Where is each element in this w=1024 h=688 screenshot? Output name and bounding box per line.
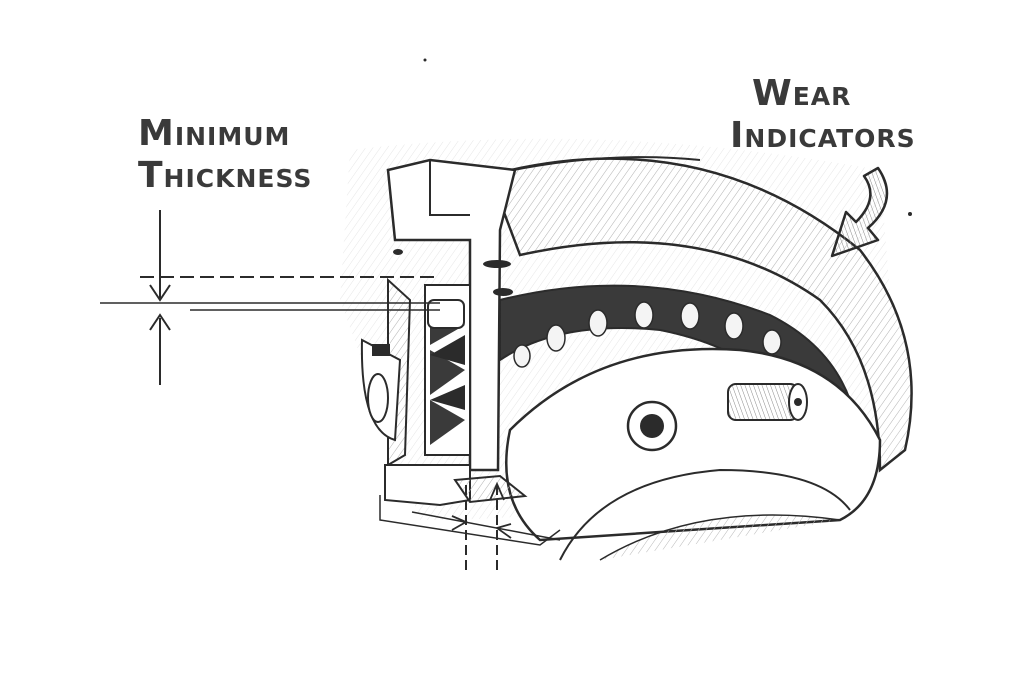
wear-indicators-line-2: Indicators bbox=[730, 115, 916, 156]
minimum-thickness-line-1: Minimum bbox=[138, 113, 291, 154]
minimum-thickness-dimension bbox=[100, 210, 440, 385]
wheel-hub bbox=[505, 347, 882, 561]
wear-indicators-label: Wear Indicators bbox=[730, 73, 916, 160]
minimum-thickness-line-2: Thickness bbox=[138, 155, 313, 196]
wear-indicators-line-1: Wear bbox=[752, 73, 852, 114]
caliper bbox=[360, 158, 561, 546]
wheel-stud bbox=[727, 383, 808, 421]
pad-gap-dimension bbox=[411, 481, 561, 575]
piston bbox=[427, 299, 465, 329]
wear-indicator-arrow bbox=[830, 166, 889, 258]
vane-holes bbox=[513, 301, 782, 368]
minimum-thickness-label: Minimum Thickness bbox=[138, 116, 312, 200]
